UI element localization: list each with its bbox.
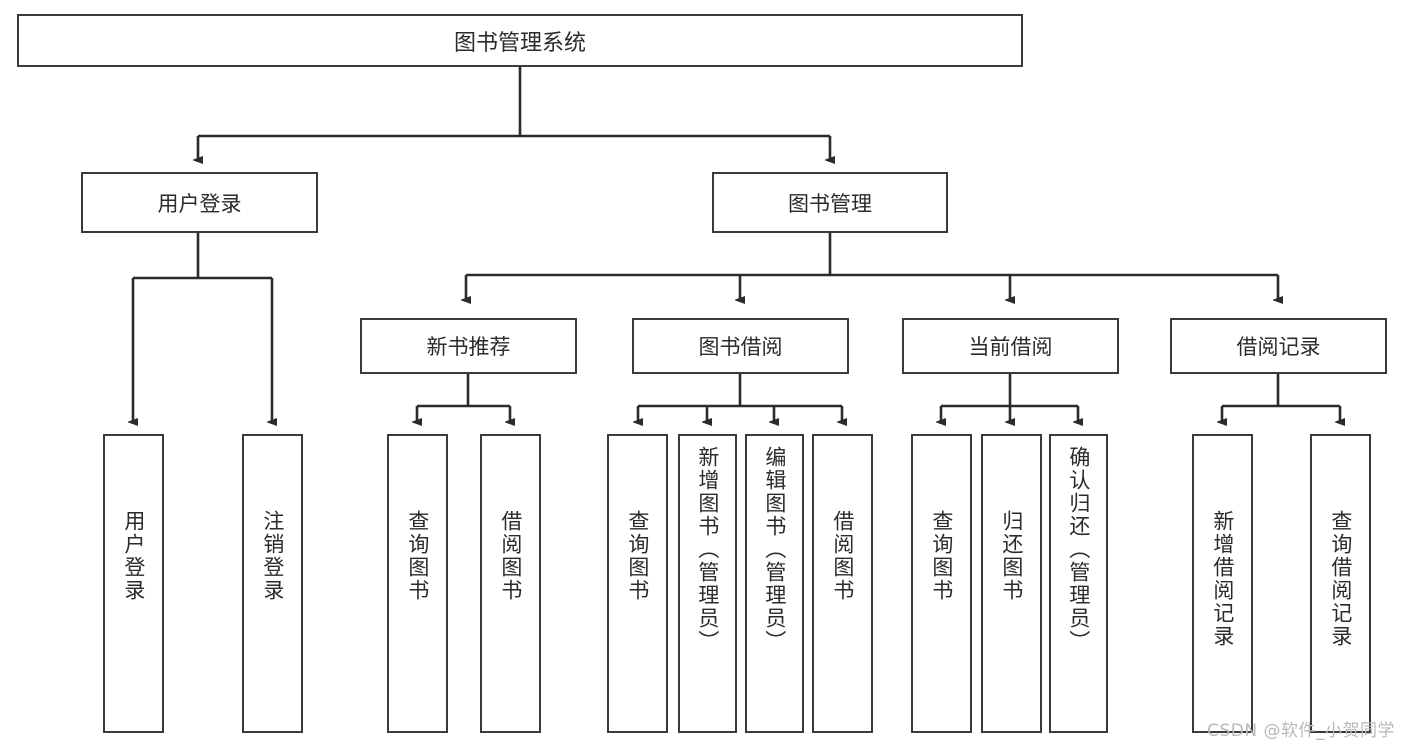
leaf-current-borrow-query-label: 查询图书 — [929, 510, 954, 602]
leaf-book-borrow-edit-label: 编辑图书（管理员） — [762, 446, 787, 653]
node-book-borrow-label: 图书借阅 — [698, 335, 783, 359]
leaf-user-login-logout-label: 注销登录 — [260, 510, 285, 602]
watermark: CSDN @软件_小贺同学 — [1207, 721, 1395, 741]
node-user-login[interactable]: 用户登录 — [81, 172, 318, 233]
leaf-user-login-login[interactable]: 用户登录 — [103, 434, 164, 733]
node-book-borrow[interactable]: 图书借阅 — [632, 318, 849, 374]
leaf-current-borrow-return[interactable]: 归还图书 — [981, 434, 1042, 733]
leaf-book-borrow-query-label: 查询图书 — [625, 510, 650, 602]
leaf-user-login-login-label: 用户登录 — [121, 510, 146, 602]
leaf-borrow-record-add[interactable]: 新增借阅记录 — [1192, 434, 1253, 733]
leaf-book-borrow-edit[interactable]: 编辑图书（管理员） — [745, 434, 804, 733]
node-root-system[interactable]: 图书管理系统 — [17, 14, 1023, 67]
node-new-book-recommend[interactable]: 新书推荐 — [360, 318, 577, 374]
node-book-management[interactable]: 图书管理 — [712, 172, 948, 233]
leaf-book-borrow-borrow-label: 借阅图书 — [830, 510, 855, 602]
leaf-borrow-record-query-label: 查询借阅记录 — [1328, 510, 1353, 648]
leaf-new-book-borrow-label: 借阅图书 — [498, 510, 523, 602]
leaf-new-book-borrow[interactable]: 借阅图书 — [480, 434, 541, 733]
leaf-book-borrow-borrow[interactable]: 借阅图书 — [812, 434, 873, 733]
leaf-current-borrow-query[interactable]: 查询图书 — [911, 434, 972, 733]
leaf-book-borrow-add[interactable]: 新增图书（管理员） — [678, 434, 737, 733]
node-current-borrow-label: 当前借阅 — [968, 335, 1053, 359]
node-root-label: 图书管理系统 — [453, 30, 586, 56]
node-book-management-label: 图书管理 — [788, 191, 872, 216]
leaf-book-borrow-add-label: 新增图书（管理员） — [695, 446, 720, 653]
node-user-login-label: 用户登录 — [157, 191, 242, 216]
leaf-user-login-logout[interactable]: 注销登录 — [242, 434, 303, 733]
node-borrow-record-label: 借阅记录 — [1236, 335, 1321, 359]
leaf-book-borrow-query[interactable]: 查询图书 — [607, 434, 668, 733]
node-current-borrow[interactable]: 当前借阅 — [902, 318, 1119, 374]
leaf-current-borrow-confirm-label: 确认归还（管理员） — [1066, 446, 1091, 653]
leaf-borrow-record-query[interactable]: 查询借阅记录 — [1310, 434, 1371, 733]
node-new-book-recommend-label: 新书推荐 — [426, 335, 511, 359]
leaf-new-book-query[interactable]: 查询图书 — [387, 434, 448, 733]
leaf-current-borrow-confirm[interactable]: 确认归还（管理员） — [1049, 434, 1108, 733]
leaf-borrow-record-add-label: 新增借阅记录 — [1210, 510, 1235, 648]
leaf-new-book-query-label: 查询图书 — [405, 510, 430, 602]
leaf-current-borrow-return-label: 归还图书 — [999, 510, 1024, 602]
node-borrow-record[interactable]: 借阅记录 — [1170, 318, 1387, 374]
